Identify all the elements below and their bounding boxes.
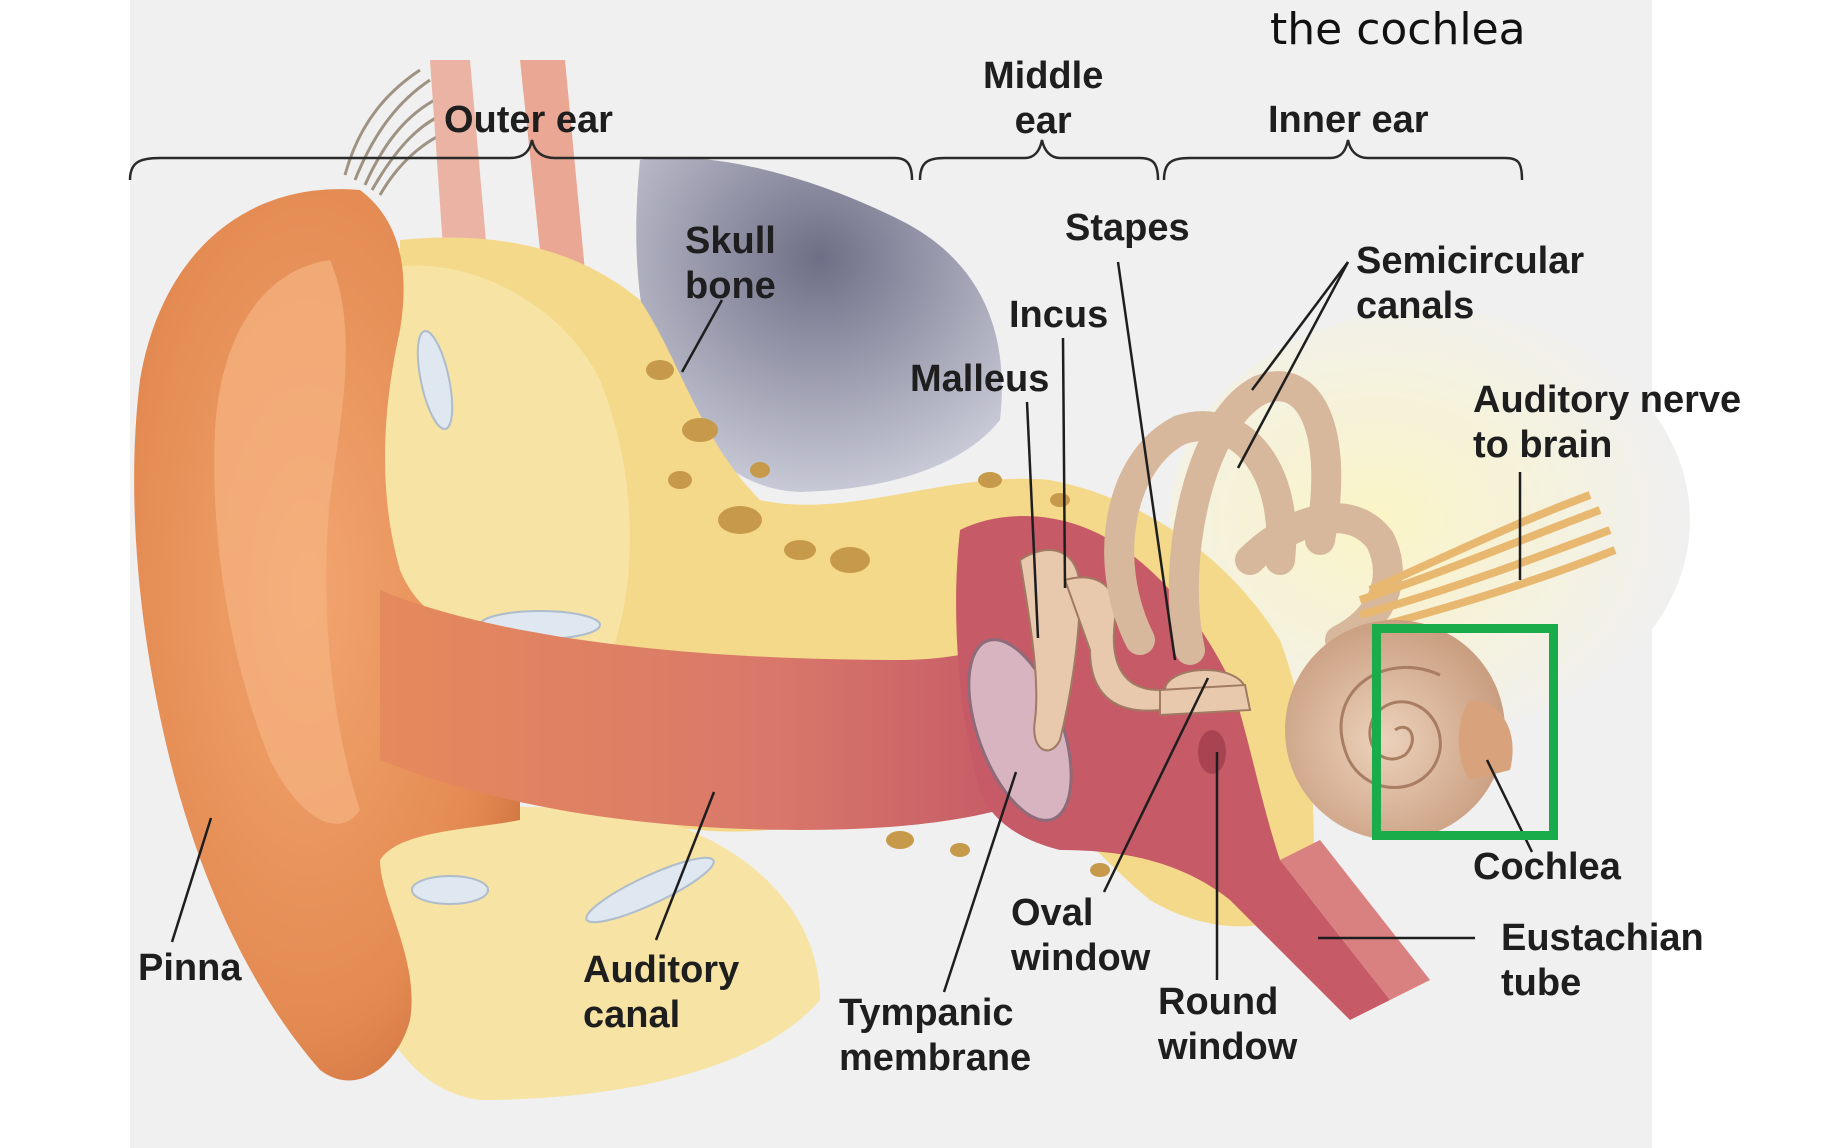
label-malleus: Malleus — [910, 358, 1050, 400]
skull-bone-leader — [680, 299, 724, 373]
middle-ear-bracket — [918, 139, 1160, 181]
label-auditory-canal: Auditory canal — [583, 949, 740, 1036]
label-middle-ear: Middle ear — [983, 55, 1104, 142]
auditory-canal-shape — [380, 590, 1030, 830]
label-eustachian-tube: Eustachian tube — [1501, 917, 1704, 1004]
inner-ear-bracket — [1162, 139, 1524, 181]
label-stapes: Stapes — [1065, 207, 1190, 249]
pinna-leader — [170, 817, 213, 943]
label-tympanic-membrane: Tympanic membrane — [839, 992, 1032, 1079]
label-auditory-nerve: Auditory nerve to brain — [1473, 379, 1742, 466]
cochlea-highlight-box — [1372, 624, 1558, 840]
pinna-highlight — [214, 260, 360, 824]
eustachian-tube-shape — [1280, 840, 1430, 1000]
label-outer-ear: Outer ear — [444, 99, 613, 141]
round-window-shape — [1198, 730, 1226, 774]
malleus-leader — [1025, 401, 1040, 639]
region-brackets — [128, 139, 1524, 181]
cochlea-spiral — [1339, 665, 1442, 789]
auditory-canal-leader — [654, 791, 716, 941]
outer-ear-bracket — [128, 139, 914, 181]
label-skull-bone: Skull bone — [685, 220, 776, 307]
label-inner-ear: Inner ear — [1268, 99, 1429, 141]
stapes-leader — [1116, 261, 1177, 661]
tympanic-membrane-leader — [942, 771, 1018, 993]
label-pinna: Pinna — [138, 947, 242, 989]
label-oval-window: Oval window — [1011, 892, 1151, 979]
cochlea-cross-section — [1458, 700, 1513, 780]
incus-leader — [1061, 337, 1067, 589]
leader-lines — [170, 261, 1534, 993]
cranial-cavity — [636, 157, 1002, 492]
semicircular-leader-2 — [1236, 261, 1350, 469]
semicircular-leader-1 — [1251, 261, 1349, 391]
label-semicircular-canals: Semicircular canals — [1356, 240, 1585, 327]
label-incus: Incus — [1009, 294, 1109, 336]
label-cochlea: Cochlea — [1473, 846, 1621, 888]
oval-window-leader — [1102, 677, 1210, 893]
slide-caption: the cochlea — [1270, 4, 1526, 55]
label-round-window: Round window — [1158, 981, 1298, 1068]
